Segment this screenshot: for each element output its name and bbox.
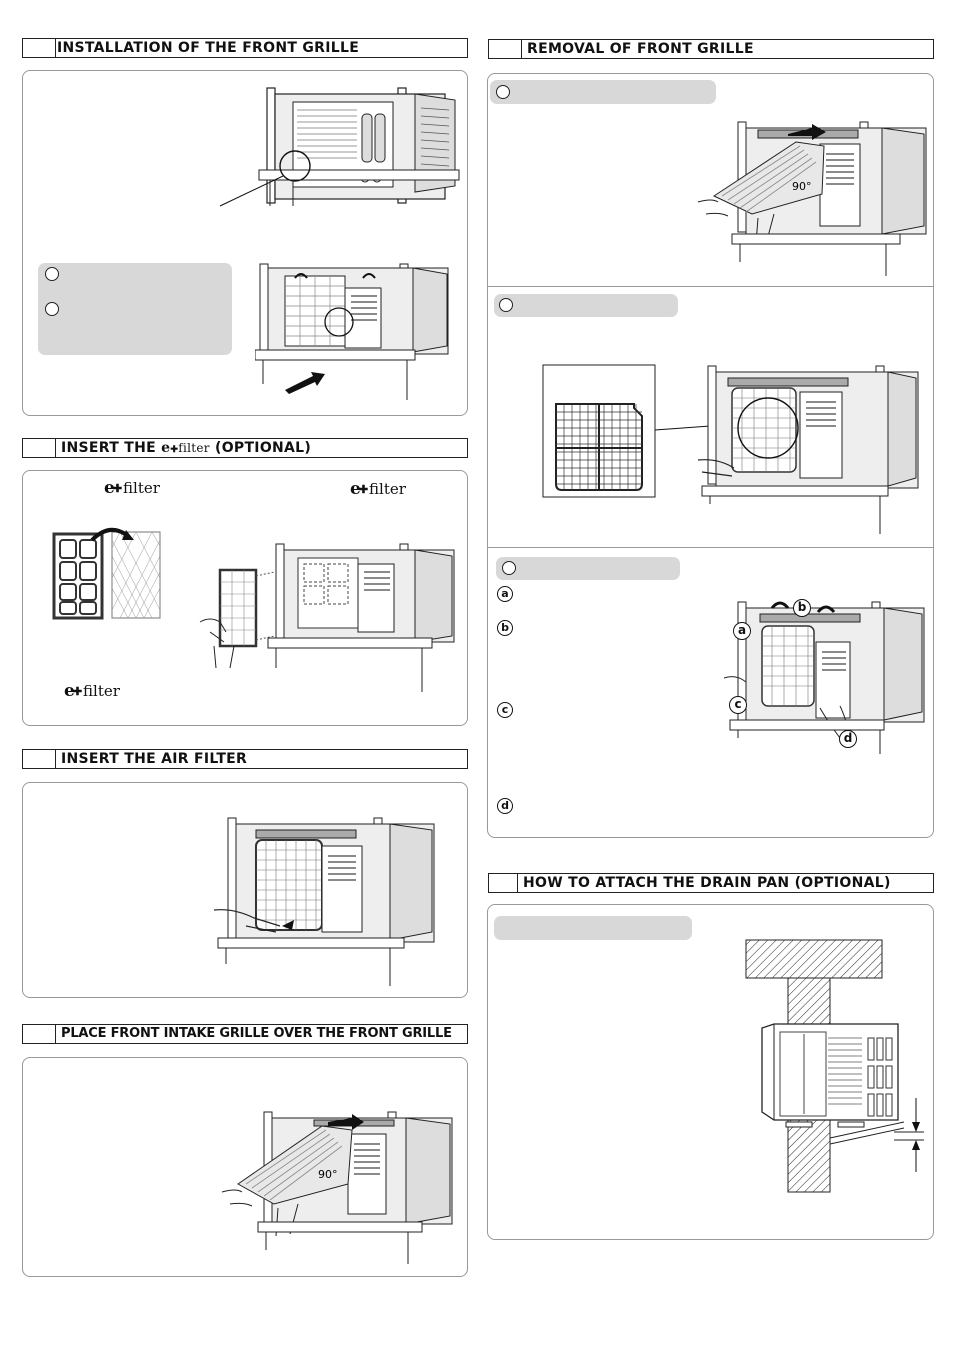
filter-removal-steps-illustration — [720, 596, 930, 756]
step-letter-d: d — [497, 798, 513, 814]
efilter-logo: e✚filter — [161, 440, 210, 456]
efilter-plus-icon: ✚ — [358, 483, 369, 496]
intake-grille-illustration: 90° — [218, 1108, 458, 1268]
bullet-circle — [45, 267, 59, 281]
panel-divider — [488, 547, 933, 548]
section-title-suffix: (OPTIONAL) — [215, 440, 312, 456]
section-title: INSTALLATION OF THE FRONT GRILLE — [57, 40, 360, 56]
section-number-box — [23, 439, 56, 457]
section-title: INSERT THE e✚filter (OPTIONAL) — [61, 440, 311, 456]
step-letter-c: c — [497, 702, 513, 718]
section-number-box — [23, 39, 56, 57]
section-title: PLACE FRONT INTAKE GRILLE OVER THE FRONT… — [61, 1026, 452, 1041]
step-banner — [494, 916, 692, 940]
efilter-logo-text: filter — [178, 441, 210, 455]
efilter-e-icon: e — [104, 478, 115, 498]
step-circle — [496, 85, 510, 99]
section-number-box — [23, 1025, 56, 1043]
step-letter-b: b — [497, 620, 513, 636]
section-number-box — [23, 750, 56, 768]
section-header-place-intake-grille: PLACE FRONT INTAKE GRILLE OVER THE FRONT… — [22, 1024, 468, 1044]
efilter-logo: e✚filter — [104, 478, 160, 498]
efilter-logo: e✚filter — [350, 479, 406, 499]
section-title: HOW TO ATTACH THE DRAIN PAN (OPTIONAL) — [523, 875, 891, 891]
efilter-plus-icon: ✚ — [72, 685, 83, 698]
efilter-logo: e✚filter — [64, 681, 120, 701]
illustration-letter-a: a — [733, 622, 751, 640]
illustration-letter-b: b — [793, 599, 811, 617]
step-banner — [496, 557, 680, 580]
section-title-prefix: INSERT THE — [61, 440, 156, 456]
section-header-insert-air-filter: INSERT THE AIR FILTER — [22, 749, 468, 769]
panel-divider — [488, 286, 933, 287]
illustration-letter-d: d — [839, 730, 857, 748]
efilter-e-icon: e — [64, 681, 75, 701]
efilter-logo-text: filter — [123, 479, 160, 497]
efilter-logo-text: filter — [369, 480, 406, 498]
step-banner — [490, 80, 716, 104]
efilter-insert-illustration — [190, 542, 460, 702]
section-header-insert-efilter: INSERT THE e✚filter (OPTIONAL) — [22, 438, 468, 458]
drain-pan-wall-illustration — [744, 938, 930, 1194]
section-number-box — [489, 874, 518, 892]
section-header-removal-front-grille: REMOVAL OF FRONT GRILLE — [488, 39, 934, 59]
step-circle — [499, 298, 513, 312]
grille-mounting-illustration — [255, 262, 455, 402]
note-box — [38, 263, 232, 355]
angle-label: 90° — [792, 180, 812, 193]
efilter-plus-icon: ✚ — [170, 445, 179, 455]
efilter-frame-illustration — [52, 520, 164, 622]
ac-unit-illustration — [215, 86, 465, 216]
section-header-install-front-grille: INSTALLATION OF THE FRONT GRILLE — [22, 38, 468, 58]
section-number-box — [489, 40, 522, 58]
efilter-e-icon: e — [350, 479, 361, 499]
step-banner — [494, 294, 678, 317]
efilter-logo-text: filter — [83, 682, 120, 700]
step-circle — [502, 561, 516, 575]
filter-detail-illustration — [542, 364, 922, 536]
efilter-plus-icon: ✚ — [112, 482, 123, 495]
air-filter-insert-illustration — [210, 814, 440, 989]
step-letter-a: a — [497, 586, 513, 602]
angle-label: 90° — [318, 1168, 338, 1181]
illustration-letter-c: c — [729, 696, 747, 714]
grille-removal-illustration: 90° — [692, 118, 932, 278]
section-title: REMOVAL OF FRONT GRILLE — [527, 41, 754, 57]
efilter-e-icon: e — [161, 440, 171, 456]
section-header-drain-pan: HOW TO ATTACH THE DRAIN PAN (OPTIONAL) — [488, 873, 934, 893]
bullet-circle — [45, 302, 59, 316]
section-title: INSERT THE AIR FILTER — [61, 751, 248, 767]
